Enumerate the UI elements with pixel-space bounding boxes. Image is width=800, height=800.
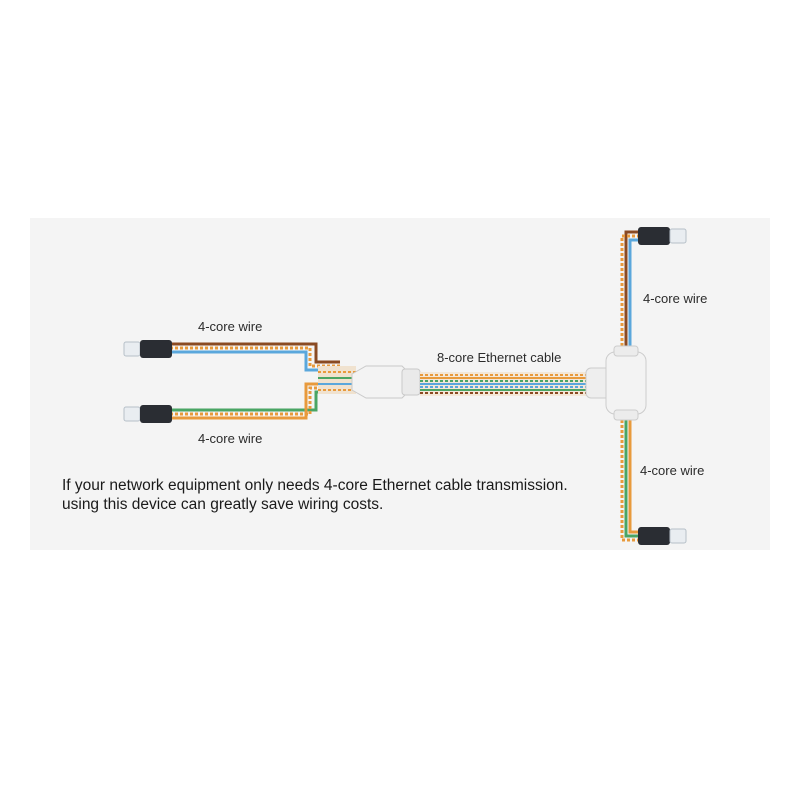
left-splitter-plug (351, 365, 421, 399)
tee-coupler (585, 345, 647, 421)
caption-line-1: If your network equipment only needs 4-c… (62, 477, 568, 494)
left-merge-bundle (318, 366, 356, 394)
right-top-wire-label: 4-core wire (643, 291, 708, 306)
8core-ethernet-cable (420, 372, 592, 396)
center-cable-label: 8-core Ethernet cable (437, 350, 562, 365)
left-top-wire-label: 4-core wire (198, 319, 263, 334)
right-bottom-rj45-connector (638, 527, 687, 545)
right-bottom-4core-wire (620, 410, 640, 542)
left-top-rj45-connector (123, 340, 172, 358)
caption-text: If your network equipment only needs 4-c… (62, 476, 568, 514)
right-bottom-wire-label: 4-core wire (640, 463, 705, 478)
right-top-4core-wire (620, 230, 640, 364)
right-top-rj45-connector (638, 227, 687, 245)
left-bottom-rj45-connector (123, 405, 172, 423)
left-bottom-wire-label: 4-core wire (198, 431, 263, 446)
caption-line-2: using this device can greatly save wirin… (62, 496, 384, 513)
